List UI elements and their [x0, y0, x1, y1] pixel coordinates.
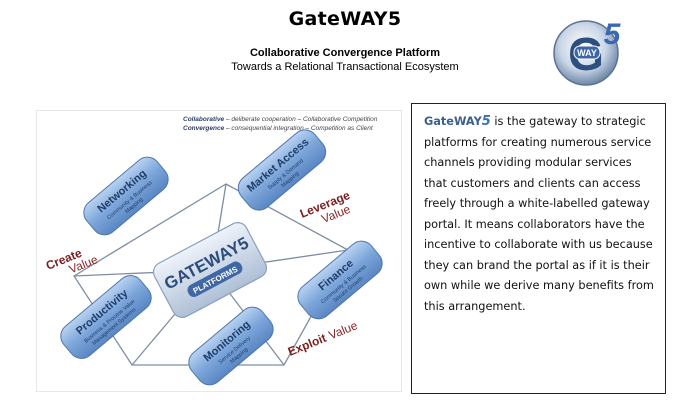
- center-platform: GATEWAY5 PLATFORMS: [152, 222, 268, 318]
- page-title: GateWAY5: [288, 8, 402, 30]
- logo-number: 5: [604, 18, 622, 51]
- brand-name: GateWAY: [424, 115, 482, 128]
- legend-desc-collaborative: – deliberate cooperation – Collaborative…: [225, 116, 378, 123]
- legend-desc-convergence: – consequential integration – Competitio…: [225, 125, 374, 132]
- legend-line-convergence: Convergence – consequential integration …: [183, 125, 374, 132]
- description-paragraph: GateWAY5 is the gateway to strategic pla…: [424, 112, 657, 317]
- brand-number: 5: [481, 114, 491, 129]
- legend-line-collaborative: Collaborative – deliberate cooperation –…: [183, 116, 378, 123]
- description-box: GateWAY5 is the gateway to strategic pla…: [411, 103, 666, 394]
- page-subtitle: Collaborative Convergence Platform: [249, 47, 441, 59]
- gateway-platform-diagram: Collaborative – deliberate cooperation –…: [36, 110, 402, 392]
- legend-term-convergence: Convergence: [183, 125, 225, 132]
- node-finance: Finance Community & Business Secure Grow…: [297, 240, 383, 320]
- page-tagline: Towards a Relational Transactional Ecosy…: [231, 61, 459, 73]
- logo-word: WAY: [577, 48, 597, 58]
- description-text: is the gateway to strategic platforms fo…: [424, 115, 654, 313]
- legend-term-collaborative: Collaborative: [183, 116, 225, 123]
- gateway5-logo-icon: G WAY 5: [553, 18, 622, 86]
